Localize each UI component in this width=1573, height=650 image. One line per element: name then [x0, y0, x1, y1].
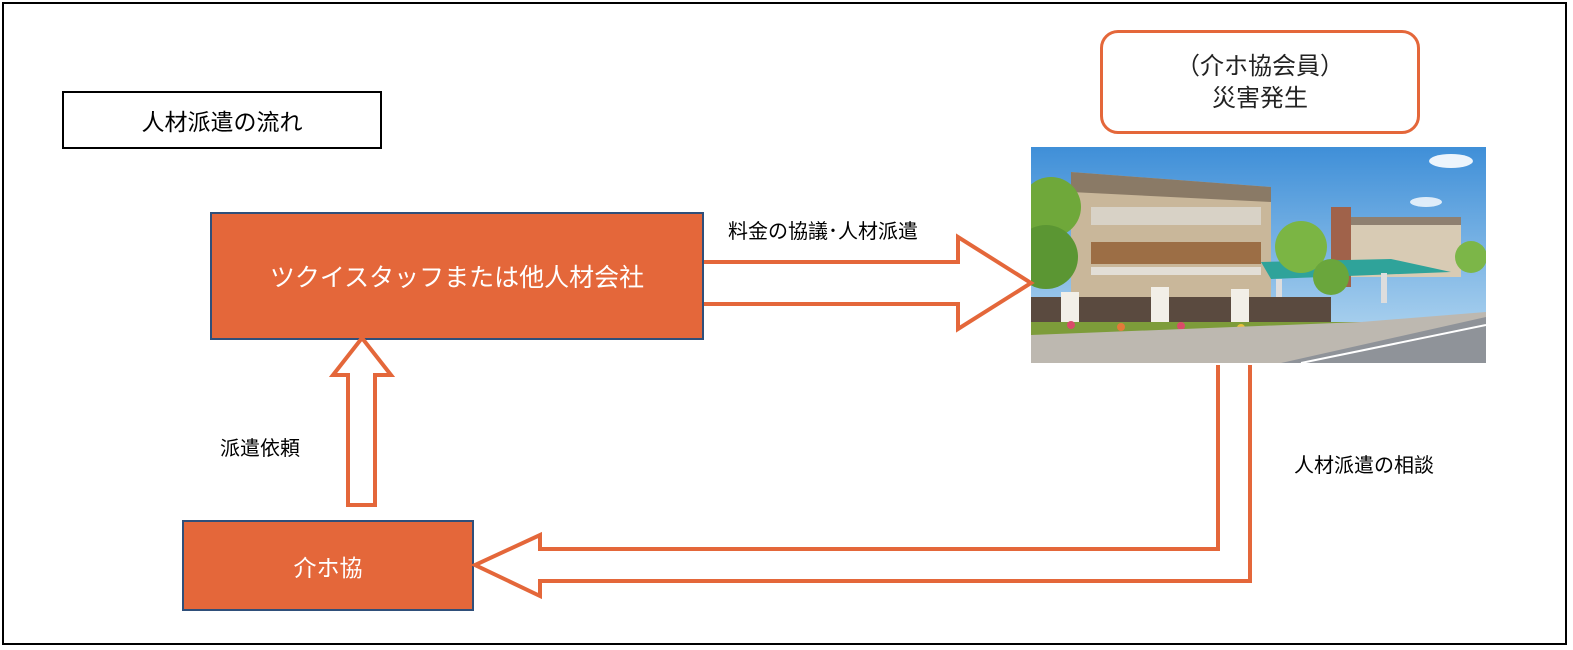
disaster-callout: （介ホ協会員） 災害発生: [1100, 30, 1420, 134]
staffing-company-box: ツクイスタッフまたは他人材会社: [210, 212, 704, 340]
dispatch-consult-arrow: [470, 365, 1252, 600]
dispatch-request-label: 派遣依頼: [220, 436, 300, 460]
disaster-line-1: （介ホ協会員）: [1176, 51, 1344, 80]
dispatch-request-arrow: [328, 334, 396, 507]
fee-dispatch-label: 料金の協議･人材派遣: [728, 219, 918, 243]
facility-photo: [1031, 147, 1486, 363]
disaster-line-2: 災害発生: [1212, 84, 1308, 112]
dispatch-consult-label: 人材派遣の相談: [1294, 453, 1434, 477]
fee-dispatch-arrow: [704, 233, 1035, 333]
kaihokyo-box: 介ホ協: [182, 520, 474, 611]
diagram-title: 人材派遣の流れ: [62, 91, 382, 149]
